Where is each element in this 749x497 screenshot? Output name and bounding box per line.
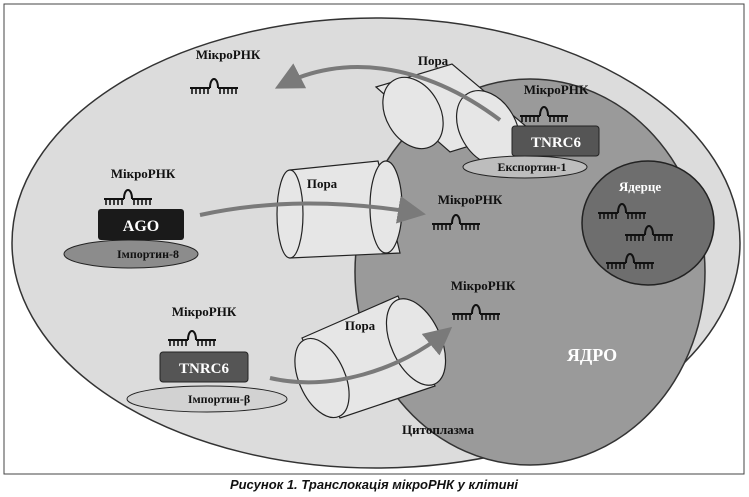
pore-label-top: Пора (418, 53, 449, 68)
importin8-label: Імпортин-8 (117, 247, 179, 261)
tnrc6-label-cytoplasm: TNRC6 (179, 361, 230, 377)
nucleolus (581, 160, 715, 286)
export-arrow (274, 63, 502, 122)
mirna-label-ago: МікроРНК (111, 166, 176, 181)
mirna-label-nucleus-low: МікроРНК (451, 278, 516, 293)
nucleolus-label: Ядерце (619, 179, 661, 194)
tnrc6-box-nuclear (511, 125, 600, 157)
importin-beta-ellipse (126, 385, 288, 413)
tnrc6-label-nuclear: TNRC6 (531, 135, 582, 151)
ago-label: AGO (123, 218, 159, 235)
figure-caption: Рисунок 1. Транслокація мікроРНК у кліти… (230, 477, 518, 492)
cytoplasm-label: Цитоплазма (402, 422, 474, 437)
pore-top (374, 63, 530, 166)
importin-beta-label: Імпортин-β (188, 392, 250, 406)
import-arrow-importin-beta (269, 326, 453, 385)
pore-label-middle: Пора (307, 176, 338, 191)
mirna-label-tnrc6-cytoplasm: МікроРНК (172, 304, 237, 319)
mirna-label-nucleus-mid: МікроРНК (438, 192, 503, 207)
pore-label-bottom: Пора (345, 318, 376, 333)
mirna-label-exported: МікроРНК (196, 47, 261, 62)
mirna-label-nuclear-tnrc6: МікроРНК (524, 82, 589, 97)
nucleus-label: ЯДРО (567, 345, 617, 365)
ago-box (98, 209, 184, 240)
exportin1-label: Експортин-1 (497, 160, 566, 174)
import-arrow-importin8 (199, 195, 426, 224)
tnrc6-box-cytoplasm (159, 351, 249, 383)
